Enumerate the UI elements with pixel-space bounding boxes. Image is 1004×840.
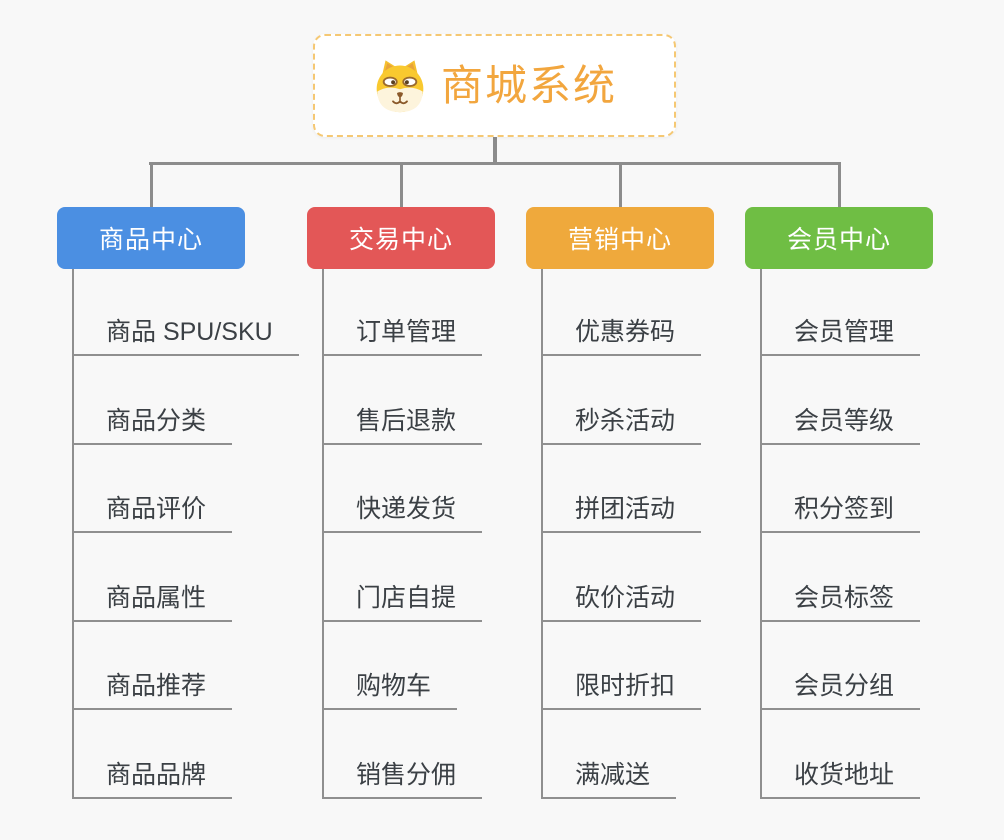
subtopic-trade-center-4[interactable]: 门店自提: [322, 568, 483, 622]
root-stem-connector-line: [493, 135, 497, 165]
subtopic-product-center-3[interactable]: 商品评价: [72, 479, 233, 533]
branch-spine-connector-line: [541, 269, 543, 799]
branch-header-trade-center[interactable]: 交易中心: [307, 207, 495, 269]
subtopic-product-center-4[interactable]: 商品属性: [72, 568, 233, 622]
branch-drop-connector-line: [399, 162, 403, 207]
branch-header-label: 商品中心: [98, 226, 203, 254]
branch-drop-connector-line: [837, 162, 841, 207]
subtopic-member-center-2[interactable]: 会员等级: [760, 391, 921, 445]
shiba-dog-icon: [376, 59, 424, 112]
branch-spine-connector-line: [322, 269, 324, 799]
branch-drop-connector-line: [149, 162, 153, 207]
subtopic-trade-center-2[interactable]: 售后退款: [322, 391, 483, 445]
subtopic-member-center-5[interactable]: 会员分组: [760, 656, 921, 710]
subtopic-product-center-1[interactable]: 商品 SPU/SKU: [72, 302, 299, 356]
branch-spine-connector-line: [72, 269, 74, 799]
root-topic[interactable]: 商城系统: [313, 34, 676, 137]
subtopic-member-center-1[interactable]: 会员管理: [760, 302, 921, 356]
subtopic-trade-center-6[interactable]: 销售分佣: [322, 745, 483, 799]
subtopic-marketing-center-4[interactable]: 砍价活动: [541, 568, 702, 622]
branch-header-member-center[interactable]: 会员中心: [745, 207, 933, 269]
root-topic-title: 商城系统: [440, 61, 617, 109]
branch-spine-connector-line: [760, 269, 762, 799]
subtopic-product-center-5[interactable]: 商品推荐: [72, 656, 233, 710]
subtopic-marketing-center-5[interactable]: 限时折扣: [541, 656, 702, 710]
subtopic-trade-center-1[interactable]: 订单管理: [322, 302, 483, 356]
subtopic-marketing-center-3[interactable]: 拼团活动: [541, 479, 702, 533]
branch-header-marketing-center[interactable]: 营销中心: [526, 207, 714, 269]
subtopic-trade-center-3[interactable]: 快递发货: [322, 479, 483, 533]
bus-connector-line: [149, 162, 840, 165]
branch-header-label: 会员中心: [786, 226, 891, 254]
subtopic-member-center-6[interactable]: 收货地址: [760, 745, 921, 799]
subtopic-marketing-center-1[interactable]: 优惠券码: [541, 302, 702, 356]
subtopic-marketing-center-6[interactable]: 满减送: [541, 745, 677, 799]
subtopic-member-center-4[interactable]: 会员标签: [760, 568, 921, 622]
subtopic-product-center-2[interactable]: 商品分类: [72, 391, 233, 445]
subtopic-member-center-3[interactable]: 积分签到: [760, 479, 921, 533]
branch-header-label: 营销中心: [567, 226, 672, 254]
subtopic-marketing-center-2[interactable]: 秒杀活动: [541, 391, 702, 445]
subtopic-product-center-6[interactable]: 商品品牌: [72, 745, 233, 799]
branch-header-label: 交易中心: [348, 226, 453, 254]
branch-drop-connector-line: [618, 162, 622, 207]
branch-header-product-center[interactable]: 商品中心: [57, 207, 245, 269]
subtopic-trade-center-5[interactable]: 购物车: [322, 656, 458, 710]
